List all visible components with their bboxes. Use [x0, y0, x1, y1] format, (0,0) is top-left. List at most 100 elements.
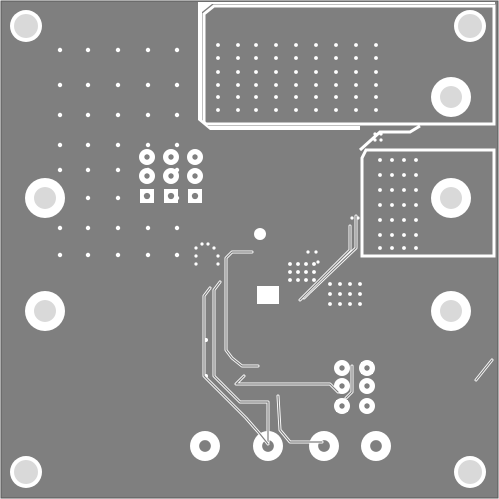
via	[379, 132, 383, 136]
square-pad	[188, 189, 202, 203]
via	[254, 43, 258, 47]
via	[85, 142, 91, 148]
via	[373, 132, 377, 136]
via	[348, 292, 352, 296]
via	[216, 95, 220, 99]
via	[174, 47, 180, 53]
via	[296, 262, 300, 266]
via	[115, 82, 121, 88]
via	[374, 83, 378, 87]
via	[85, 82, 91, 88]
via	[194, 246, 198, 250]
via	[115, 167, 121, 173]
via	[294, 83, 298, 87]
via	[145, 142, 151, 148]
via	[85, 47, 91, 53]
via	[414, 173, 418, 177]
copper-region-top-right	[198, 2, 496, 130]
via	[402, 233, 406, 237]
via	[254, 108, 258, 112]
via	[57, 142, 63, 148]
via	[216, 254, 220, 258]
through-hole-pad	[139, 149, 155, 165]
via	[314, 250, 318, 254]
via	[194, 254, 198, 258]
through-hole-pad	[163, 149, 179, 165]
via	[334, 43, 338, 47]
via	[174, 252, 180, 258]
via	[334, 108, 338, 112]
via	[314, 43, 318, 47]
via	[304, 278, 308, 282]
via	[390, 188, 394, 192]
via	[374, 43, 378, 47]
via	[294, 70, 298, 74]
mounting-hole	[431, 178, 471, 218]
through-hole-pad	[334, 360, 350, 376]
via	[334, 56, 338, 60]
via	[216, 70, 220, 74]
via	[314, 56, 318, 60]
via	[312, 278, 316, 282]
via	[216, 262, 220, 266]
via	[390, 173, 394, 177]
via	[402, 218, 406, 222]
via	[414, 203, 418, 207]
via	[254, 56, 258, 60]
via	[254, 70, 258, 74]
via	[306, 250, 310, 254]
via	[115, 142, 121, 148]
via	[304, 270, 308, 274]
via	[374, 108, 378, 112]
mounting-hole	[454, 10, 486, 42]
through-hole-pad	[359, 398, 375, 414]
mounting-hole	[25, 178, 65, 218]
via	[236, 43, 240, 47]
via	[358, 302, 362, 306]
via	[390, 246, 394, 250]
via	[57, 167, 63, 173]
via	[206, 242, 210, 246]
via	[57, 47, 63, 53]
via	[236, 83, 240, 87]
via	[402, 203, 406, 207]
via	[390, 203, 394, 207]
via	[414, 246, 418, 250]
via	[378, 233, 382, 237]
via	[236, 95, 240, 99]
via	[338, 292, 342, 296]
via	[334, 95, 338, 99]
via	[314, 95, 318, 99]
via	[358, 282, 362, 286]
through-hole-pad	[309, 431, 339, 461]
via	[304, 262, 308, 266]
via	[115, 252, 121, 258]
through-hole-pad	[139, 168, 155, 184]
via	[288, 278, 292, 282]
via	[254, 95, 258, 99]
mounting-hole	[431, 291, 471, 331]
via	[174, 112, 180, 118]
via	[145, 82, 151, 88]
copper-region-right-middle	[358, 124, 496, 258]
via	[374, 56, 378, 60]
through-hole-pad	[187, 168, 203, 184]
via	[294, 56, 298, 60]
via	[314, 70, 318, 74]
via	[57, 225, 63, 231]
mounting-holes	[10, 10, 486, 488]
via	[354, 83, 358, 87]
via	[334, 70, 338, 74]
via	[378, 218, 382, 222]
square-pad	[140, 189, 154, 203]
via	[316, 260, 320, 264]
via	[348, 302, 352, 306]
via	[115, 112, 121, 118]
via	[414, 218, 418, 222]
mounting-hole	[10, 10, 42, 42]
via	[312, 270, 316, 274]
via	[85, 112, 91, 118]
via	[194, 262, 198, 266]
via	[402, 173, 406, 177]
